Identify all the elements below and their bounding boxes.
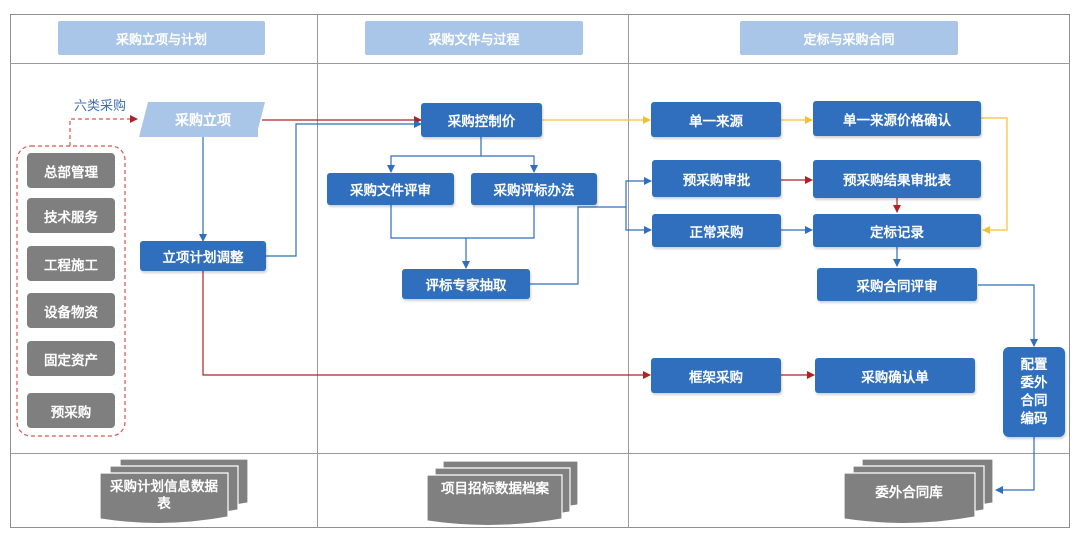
arrow-price-to-eval	[481, 155, 538, 173]
arrow-adjust-to-price	[266, 120, 422, 257]
category-equipment[interactable]: 设备物资	[27, 293, 115, 328]
arrow-expert-to-normal	[625, 207, 652, 234]
category-hq-management[interactable]: 总部管理	[27, 153, 115, 188]
header-divider	[10, 63, 1070, 64]
category-tech-service[interactable]: 技术服务	[27, 198, 115, 233]
column-header-plan: 采购立项与计划	[58, 21, 265, 55]
category-fixed-assets[interactable]: 固定资产	[27, 341, 115, 376]
node-plan-adjust[interactable]: 立项计划调整	[140, 241, 266, 271]
node-pre-approval[interactable]: 预采购审批	[652, 160, 781, 197]
node-framework-purchase[interactable]: 框架采购	[651, 358, 781, 393]
node-single-source[interactable]: 单一来源	[651, 102, 781, 137]
node-project-setup[interactable]: 采购立项	[148, 102, 258, 137]
category-construction[interactable]: 工程施工	[27, 246, 115, 281]
arrow-code-to-library	[995, 437, 1035, 494]
diagram-frame	[10, 14, 1070, 528]
node-doc-review[interactable]: 采购文件评审	[327, 173, 454, 205]
node-single-price-confirm[interactable]: 单一来源价格确认	[813, 101, 981, 136]
node-control-price[interactable]: 采购控制价	[421, 103, 542, 137]
node-confirm-sheet[interactable]: 采购确认单	[815, 358, 975, 393]
output-bid-archive: 项目招标数据档案	[441, 481, 549, 497]
node-pre-result-table[interactable]: 预采购结果审批表	[813, 160, 981, 198]
node-normal-purchase[interactable]: 正常采购	[652, 214, 781, 247]
node-contract-code[interactable]: 配置委外合同编码	[1003, 347, 1065, 437]
footer-divider	[10, 453, 1070, 454]
output-contract-library: 委外合同库	[875, 485, 943, 501]
node-expert-draw[interactable]: 评标专家抽取	[402, 269, 530, 299]
column-header-award: 定标与采购合同	[740, 21, 958, 55]
column-divider-1	[317, 14, 318, 528]
arrow-adjust-to-framework	[202, 270, 651, 379]
arrow-confirm-to-record	[981, 117, 1008, 234]
column-header-docs: 采购文件与过程	[365, 21, 583, 55]
output-docs-shapes	[99, 458, 994, 527]
output-plan-table: 采购计划信息数据表	[110, 479, 218, 512]
arrow-to-expert-draw	[390, 205, 535, 268]
category-pre-purchase[interactable]: 预采购	[27, 393, 115, 428]
node-award-record[interactable]: 定标记录	[813, 214, 981, 247]
column-divider-2	[628, 14, 629, 528]
arrow-review-to-code	[978, 284, 1038, 347]
six-types-label: 六类采购	[74, 99, 127, 114]
node-contract-review[interactable]: 采购合同评审	[817, 268, 977, 301]
arrow-price-to-doc-review	[387, 137, 482, 173]
category-group-outline	[16, 145, 126, 437]
arrow-expert-to-pre	[530, 177, 652, 285]
dashed-category-arrow	[69, 115, 138, 146]
node-eval-method[interactable]: 采购评标办法	[471, 173, 597, 205]
